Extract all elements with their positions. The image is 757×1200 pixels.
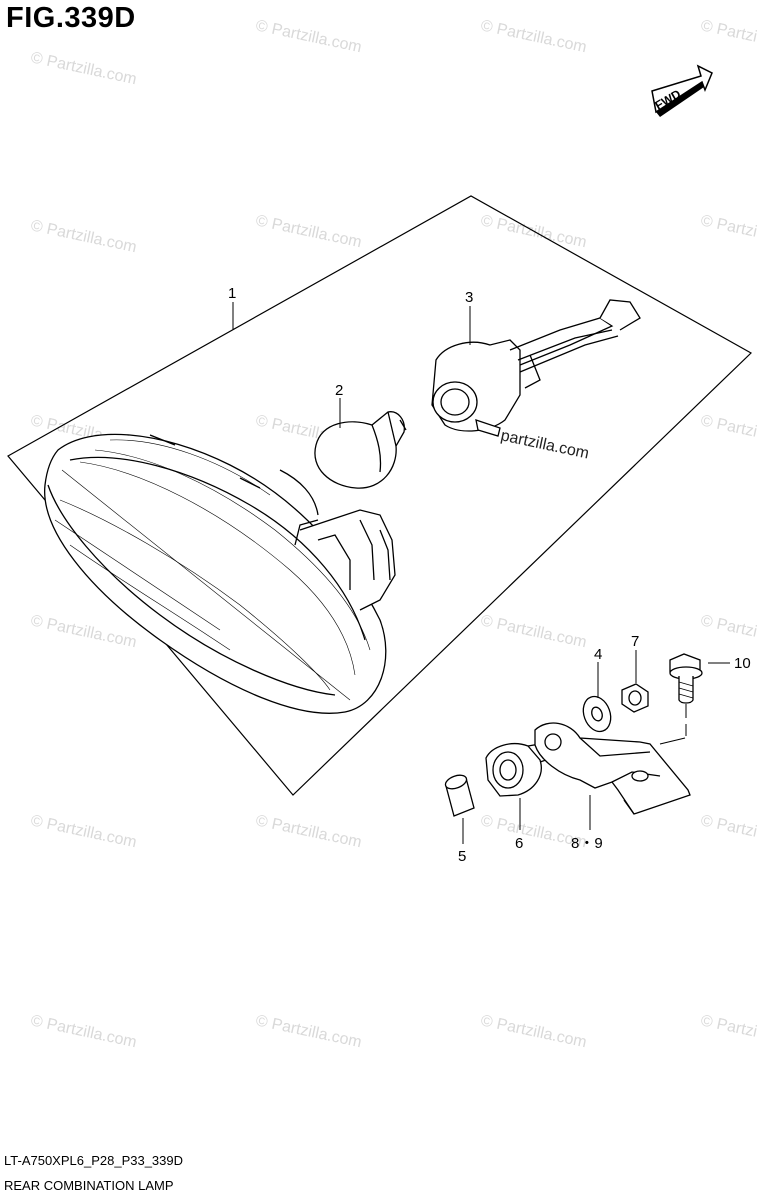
- watermark: © Partzilla.com: [699, 612, 757, 651]
- callout-3: 3: [465, 289, 473, 306]
- watermark: © Partzilla.com: [479, 17, 588, 56]
- figure-title: FIG.339D: [6, 2, 136, 34]
- callout-4: 4: [594, 646, 602, 663]
- watermark: © Partzilla.com: [479, 1012, 588, 1051]
- watermark: © Partzilla.com: [29, 49, 138, 88]
- watermark: © Partzilla.com: [699, 17, 757, 56]
- hex-nut: [621, 683, 649, 713]
- callout-5: 5: [458, 848, 466, 865]
- watermark: © Partzilla.com: [29, 612, 138, 651]
- watermark: © Partzilla.com: [479, 612, 588, 651]
- watermark: © Partzilla.com: [29, 1012, 138, 1051]
- fwd-badge: FWD: [651, 64, 713, 117]
- figure-model-code: LT-A750XPL6_P28_P33_339D: [4, 1153, 184, 1168]
- callout-7: 7: [631, 633, 639, 650]
- socket: [431, 299, 641, 437]
- callout-1: 1: [228, 285, 236, 302]
- callout-10: 10: [734, 655, 751, 672]
- leader-lines: [232, 302, 730, 844]
- bulb: [314, 411, 407, 489]
- flange-bolt: [669, 653, 703, 704]
- callout-8-9: 8・9: [571, 835, 603, 852]
- callout-2: 2: [335, 382, 343, 399]
- watermark: © Partzilla.com: [254, 17, 363, 56]
- watermark: © Partzilla.com: [699, 1012, 757, 1051]
- callout-6: 6: [515, 835, 523, 852]
- watermark: © Partzilla.com: [699, 812, 757, 851]
- watermark: © Partzilla.com: [699, 212, 757, 251]
- watermark: © Partzilla.com: [29, 812, 138, 851]
- watermark: © Partzilla.com: [254, 212, 363, 251]
- watermark: © Partzilla.com: [254, 1012, 363, 1051]
- assembly-outline: [7, 195, 752, 796]
- watermark-overlay: partzilla.com: [499, 427, 590, 462]
- grommet-nut: [485, 743, 547, 797]
- watermark: © Partzilla.com: [254, 812, 363, 851]
- watermark: © Partzilla.com: [699, 412, 757, 451]
- washer: [582, 695, 612, 733]
- lamp-housing: [44, 433, 396, 714]
- figure-name: REAR COMBINATION LAMP: [4, 1178, 174, 1193]
- collar: [444, 774, 475, 817]
- mounting-bracket: [534, 722, 691, 815]
- watermark: © Partzilla.com: [29, 217, 138, 256]
